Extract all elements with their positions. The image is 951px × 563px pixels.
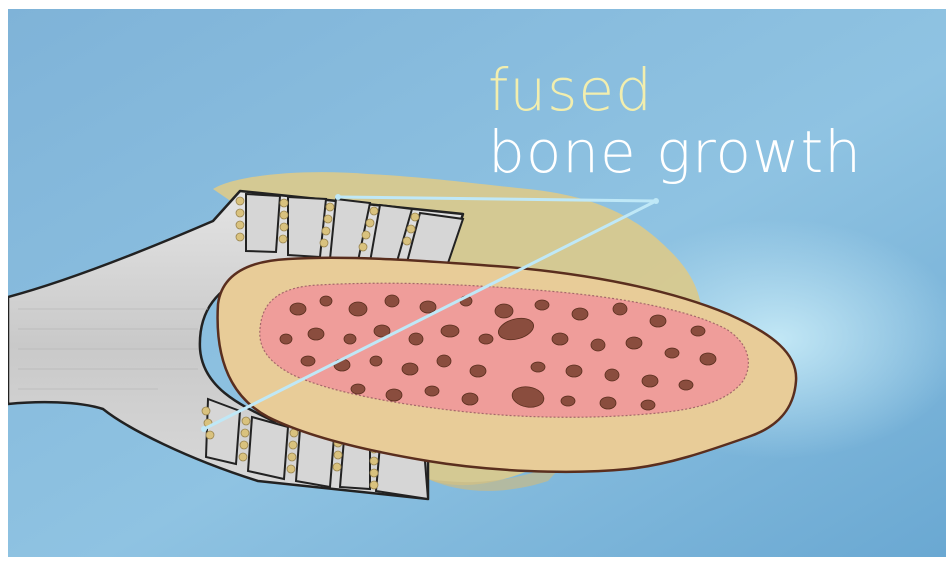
caption-line-1: fused xyxy=(488,61,653,119)
caption-line-2: bone growth xyxy=(488,123,862,181)
bone-implant-illustration xyxy=(8,9,946,557)
illustration-frame: fused bone growth xyxy=(8,9,946,557)
